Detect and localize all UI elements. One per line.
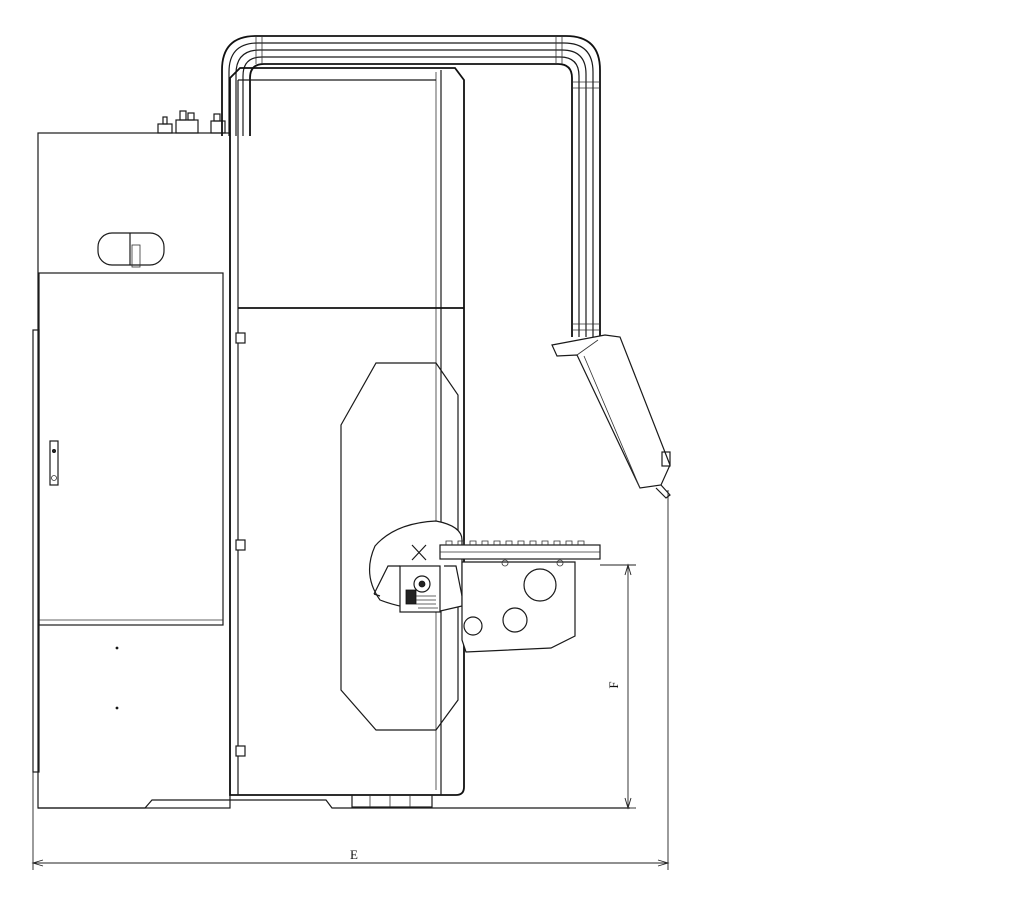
- machine-base: [38, 794, 630, 809]
- plate-hole-large: [523, 568, 557, 602]
- blade-guard: [551, 334, 671, 489]
- dimension-e: E: [31, 490, 670, 870]
- plate-hole-small: [463, 616, 483, 636]
- electrical-cabinet: [32, 110, 231, 809]
- main-column: [229, 67, 465, 796]
- cutting-table-assembly: [369, 520, 601, 653]
- hinge-bottom: [235, 745, 246, 757]
- guide-cross-marker: [411, 544, 427, 561]
- door-lock-icon: [49, 440, 59, 486]
- hinge-middle: [235, 539, 246, 551]
- guide-bearing: [413, 575, 431, 593]
- top-fitting-left: [157, 123, 173, 134]
- dimension-f: F: [600, 563, 636, 810]
- plate-hole-mid: [502, 607, 528, 633]
- blade-guide: [399, 565, 441, 613]
- cabinet-door: [38, 272, 224, 626]
- wheel-cover: [340, 362, 459, 731]
- indicator-window: [97, 232, 165, 266]
- hinge-top: [235, 332, 246, 344]
- top-fitting-mid: [175, 119, 199, 134]
- overhead-duct-arm: [221, 35, 671, 499]
- dimension-f-label: F: [606, 681, 621, 688]
- base-foot: [351, 794, 433, 808]
- trunnion-plate: [461, 561, 576, 653]
- dimension-e-label: E: [350, 847, 358, 862]
